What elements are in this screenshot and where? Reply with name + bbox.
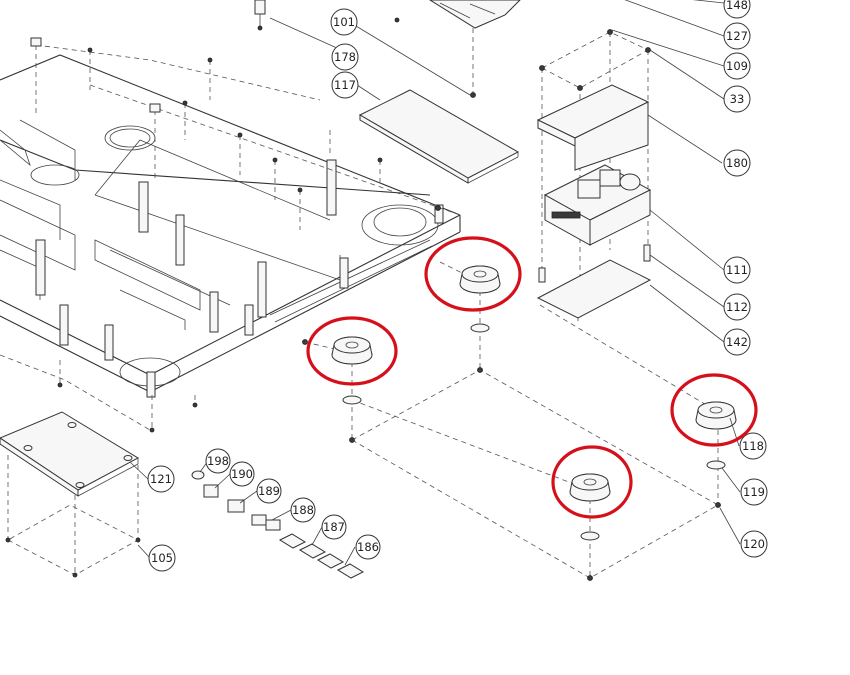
callout-148: 148 — [723, 0, 751, 19]
callout-188: 188 — [290, 497, 316, 523]
top-pcb — [254, 0, 521, 98]
svg-text:118: 118 — [742, 439, 764, 453]
callout-33: 33 — [723, 85, 751, 113]
chassis-tray — [0, 37, 461, 433]
callout-112: 112 — [723, 293, 751, 321]
svg-text:190: 190 — [231, 467, 253, 481]
svg-text:189: 189 — [258, 484, 280, 498]
svg-text:119: 119 — [743, 485, 765, 499]
svg-text:142: 142 — [726, 335, 748, 349]
chassis-screws — [30, 37, 441, 433]
svg-text:120: 120 — [743, 537, 765, 551]
washers — [342, 323, 726, 541]
callout-127: 127 — [723, 22, 751, 50]
callout-121: 121 — [147, 465, 175, 493]
svg-text:186: 186 — [357, 540, 379, 554]
callout-180: 180 — [723, 149, 751, 177]
callout-142: 142 — [723, 328, 751, 356]
svg-text:148: 148 — [726, 0, 748, 12]
callout-117: 117 — [331, 71, 359, 99]
small-parts — [191, 470, 365, 579]
foot-rubber-4 — [695, 401, 737, 430]
callout-178: 178 — [331, 43, 359, 71]
svg-text:33: 33 — [730, 92, 745, 106]
foot-rubber-1 — [331, 336, 373, 365]
feet-assembly — [304, 261, 737, 581]
svg-text:112: 112 — [726, 300, 748, 314]
power-supply-assembly — [536, 29, 652, 321]
svg-text:198: 198 — [207, 454, 229, 468]
svg-text:178: 178 — [334, 50, 356, 64]
highlight-circles — [306, 236, 758, 519]
bottom-cover — [0, 411, 141, 578]
callout-109: 109 — [723, 52, 751, 80]
panel-117 — [358, 89, 520, 184]
callout-187: 187 — [321, 514, 347, 540]
svg-text:121: 121 — [150, 472, 172, 486]
callout-189: 189 — [256, 478, 282, 504]
svg-text:109: 109 — [726, 59, 748, 73]
highlight-circle-foot-4 — [670, 373, 758, 447]
callout-120: 120 — [740, 530, 768, 558]
callout-198: 198 — [205, 448, 231, 474]
foot-rubber-3 — [569, 473, 611, 502]
svg-text:117: 117 — [334, 78, 356, 92]
callout-118: 118 — [739, 432, 767, 460]
leader-lines — [129, 0, 741, 566]
chassis-posts — [35, 159, 444, 398]
highlight-circle-foot-1 — [306, 316, 398, 386]
svg-text:105: 105 — [151, 551, 173, 565]
callout-105: 105 — [148, 544, 176, 572]
callout-101: 101 — [330, 8, 358, 36]
svg-text:111: 111 — [726, 263, 748, 277]
svg-text:127: 127 — [726, 29, 748, 43]
svg-text:188: 188 — [292, 503, 314, 517]
callout-119: 119 — [740, 478, 768, 506]
highlight-circle-foot-2 — [424, 236, 522, 312]
callout-186: 186 — [355, 534, 381, 560]
highlight-circle-foot-3 — [551, 445, 633, 519]
svg-text:180: 180 — [726, 156, 748, 170]
svg-text:101: 101 — [333, 15, 355, 29]
foot-rubber-2 — [459, 265, 501, 294]
callout-190: 190 — [229, 461, 255, 487]
svg-text:187: 187 — [323, 520, 345, 534]
callouts: 148 127 109 33 101 178 117 180 — [147, 0, 768, 572]
callout-111: 111 — [723, 256, 751, 284]
